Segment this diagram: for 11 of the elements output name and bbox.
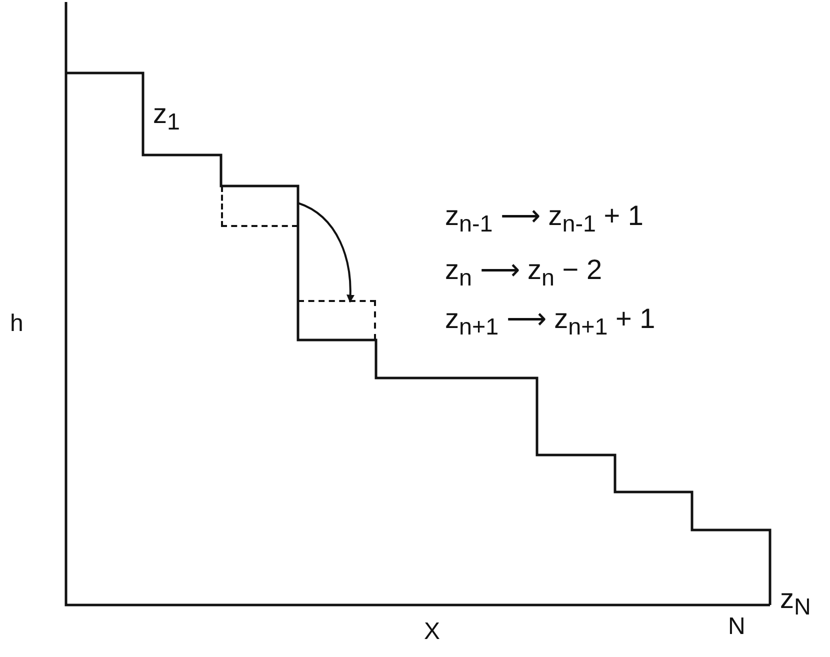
- curved-arrow: [298, 202, 354, 303]
- axis-label: h: [10, 312, 24, 336]
- profile-label: z$_{N}$: [780, 585, 811, 619]
- axis-label: X: [424, 620, 440, 644]
- dashed-box: [298, 300, 376, 340]
- update-rule: z$_{n+1}$ ⟶ z$_{n+1}$ + 1: [445, 305, 656, 339]
- axis-label: N: [728, 615, 746, 639]
- dashed-box: [221, 186, 298, 227]
- update-rule: z$_{n}$ ⟶ z$_{n}$ − 2: [445, 256, 602, 290]
- profile-label: z$_{1}$: [153, 100, 180, 134]
- update-rule: z$_{n-1}$ ⟶ z$_{n-1}$ + 1: [445, 202, 644, 236]
